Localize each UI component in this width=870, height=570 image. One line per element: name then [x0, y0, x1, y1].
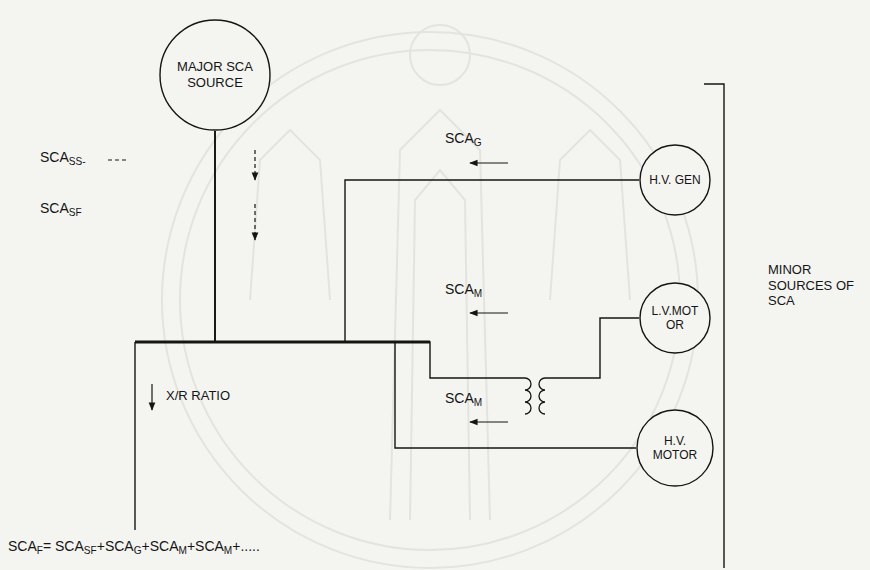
- generator-circle: H.V. GEN: [639, 144, 711, 216]
- current-label: SCASF: [40, 200, 82, 219]
- circuit-connector: [215, 131, 636, 448]
- motor-circle: H.V. MOTOR: [636, 409, 714, 487]
- label-text: SCA: [40, 149, 69, 165]
- transformer-coil: [539, 378, 545, 414]
- node-label: H.V. GEN: [649, 173, 701, 187]
- circuit-connector: [215, 131, 639, 378]
- node-label: MAJOR SCA SOURCE: [173, 59, 257, 90]
- current-label: SCAM: [445, 281, 482, 300]
- label-text: +SCA: [97, 538, 134, 554]
- leader-dash: [108, 159, 128, 160]
- flow-arrow: [470, 312, 508, 313]
- label-text: +.....: [232, 538, 260, 554]
- current-label: SCAM: [445, 390, 482, 409]
- label-text: MINOR SOURCES OF SCA: [768, 262, 854, 308]
- dashed-arrow: [254, 204, 255, 240]
- subscript: M: [474, 397, 482, 408]
- label-text: SCA: [445, 281, 474, 297]
- label-text: SCA: [8, 538, 37, 554]
- subscript: SF: [69, 207, 82, 218]
- flow-arrow: [470, 421, 508, 422]
- group-note: MINOR SOURCES OF SCA: [768, 262, 856, 309]
- current-label: SCAG: [445, 130, 482, 149]
- subscript: F: [37, 545, 43, 556]
- label-text: +SCA: [142, 538, 179, 554]
- label-text: SCA: [40, 200, 69, 216]
- label-text: SCA: [445, 130, 474, 146]
- circuit-connector: [215, 131, 639, 342]
- label-text: +SCA: [187, 538, 224, 554]
- dashed-arrow: [254, 150, 255, 180]
- subscript: M: [178, 545, 186, 556]
- flow-arrow: [470, 162, 508, 163]
- formula: SCAF= SCASF+SCAG+SCAM+SCAM+.....: [8, 538, 260, 557]
- subscript: M: [474, 288, 482, 299]
- label-text: SCA: [445, 390, 474, 406]
- subscript: SF: [84, 545, 97, 556]
- node-label: L.V.MOT OR: [648, 304, 702, 333]
- motor-circle: L.V.MOT OR: [639, 282, 711, 354]
- flow-arrow: [151, 384, 152, 410]
- label-text: X/R RATIO: [166, 388, 230, 403]
- node-label: H.V. MOTOR: [646, 434, 704, 463]
- label-text: = SCA: [43, 538, 84, 554]
- source-circle: MAJOR SCA SOURCE: [159, 19, 271, 131]
- current-label: SCASS-: [40, 149, 86, 168]
- subscript: G: [134, 545, 142, 556]
- ratio-label: X/R RATIO: [166, 388, 230, 404]
- transformer-coil: [525, 378, 531, 414]
- subscript: M: [224, 545, 232, 556]
- feeder-line: [134, 342, 135, 530]
- subscript: G: [474, 137, 482, 148]
- subscript: SS-: [69, 156, 86, 167]
